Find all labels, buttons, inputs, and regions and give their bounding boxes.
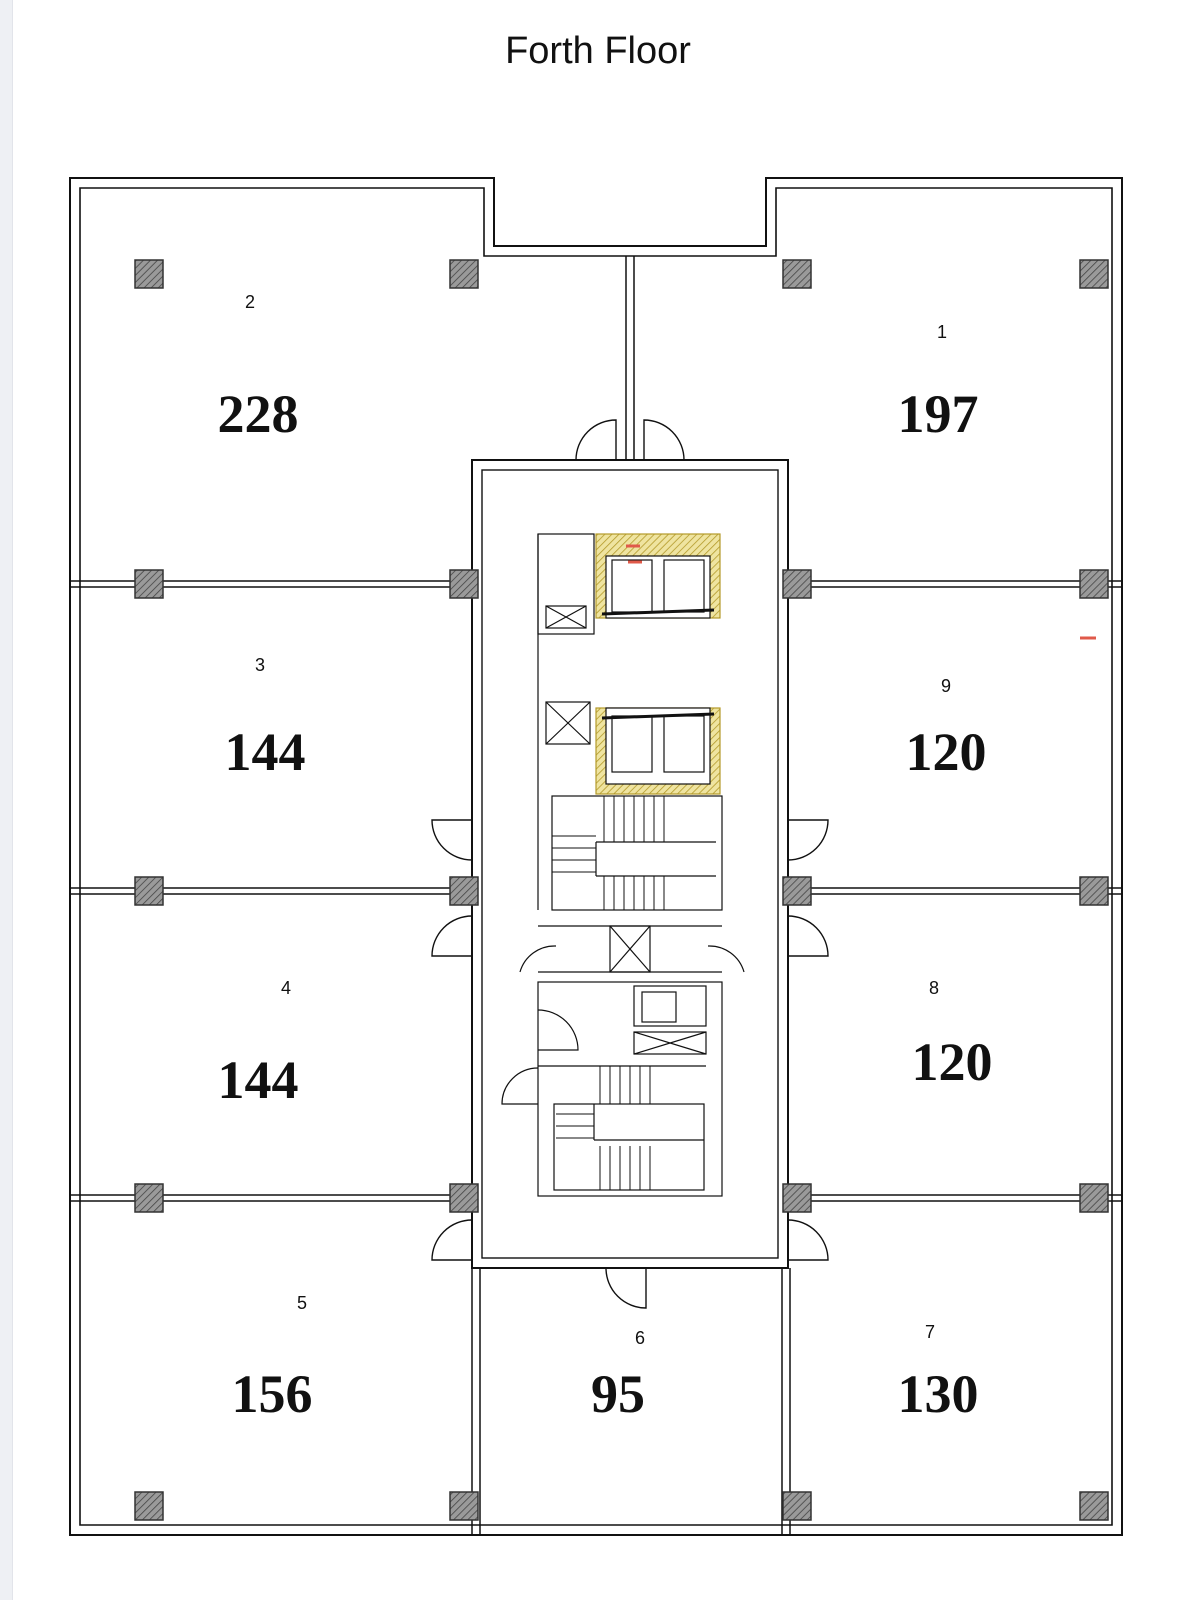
room-area: 120 (912, 1032, 993, 1092)
room-4[interactable]: 4 144 (218, 978, 299, 1110)
central-core (471, 459, 789, 1269)
room-2[interactable]: 2 228 (218, 292, 299, 444)
room-number: 7 (925, 1322, 935, 1342)
room-8[interactable]: 8 120 (912, 978, 993, 1092)
core-interior (501, 533, 745, 1197)
page-title: Forth Floor (505, 30, 691, 72)
room-area: 144 (225, 722, 306, 782)
room-number: 1 (937, 322, 947, 342)
viewer-left-edge (0, 0, 13, 1600)
room-3[interactable]: 3 144 (225, 655, 306, 782)
room-number: 8 (929, 978, 939, 998)
door-swings (431, 419, 829, 1309)
room-area: 95 (591, 1364, 645, 1424)
room-7[interactable]: 7 130 (898, 1322, 979, 1424)
room-area: 156 (232, 1364, 313, 1424)
annotation-markers (626, 544, 1096, 640)
room-number: 5 (297, 1293, 307, 1313)
room-number: 4 (281, 978, 291, 998)
structural-columns (134, 259, 1109, 1521)
room-5[interactable]: 5 156 (232, 1293, 313, 1424)
room-area: 228 (218, 384, 299, 444)
room-number: 2 (245, 292, 255, 312)
room-area: 120 (906, 722, 987, 782)
room-number: 9 (941, 676, 951, 696)
room-area: 144 (218, 1050, 299, 1110)
corridor-partition (625, 256, 635, 460)
room-area: 197 (898, 384, 979, 444)
room-1[interactable]: 1 197 (898, 322, 979, 444)
room-area: 130 (898, 1364, 979, 1424)
room-number: 3 (255, 655, 265, 675)
exterior-wall (69, 177, 1123, 1536)
room-number: 6 (635, 1328, 645, 1348)
room-9[interactable]: 9 120 (906, 676, 987, 782)
room-6[interactable]: 6 95 (591, 1328, 645, 1424)
